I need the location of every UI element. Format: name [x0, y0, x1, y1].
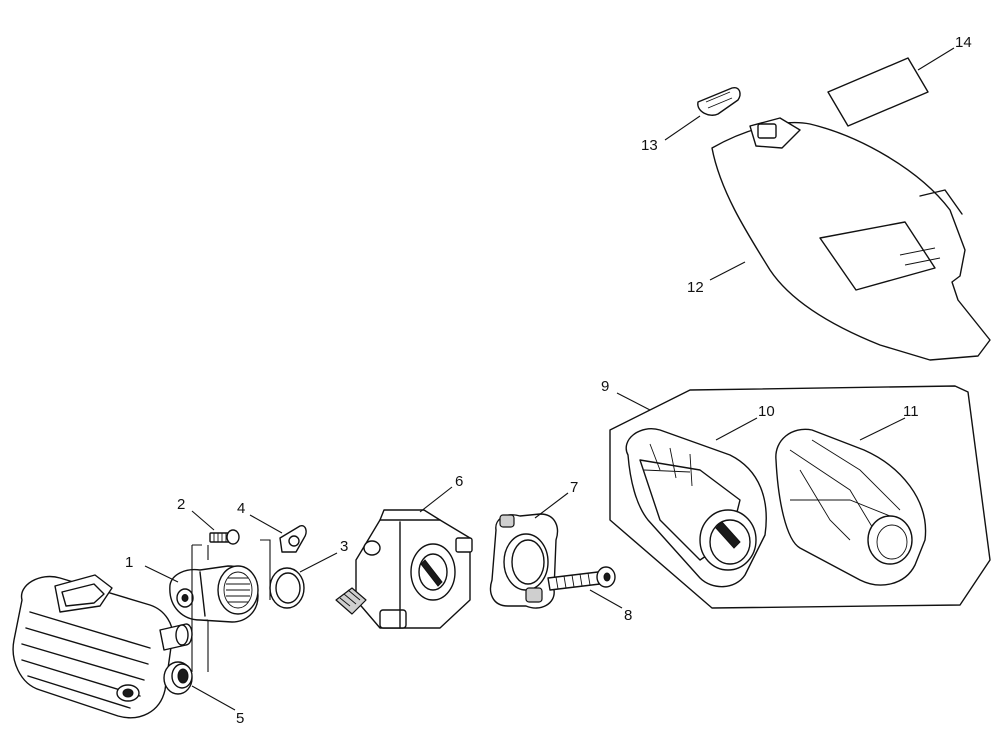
carburetor-part: [335, 509, 473, 629]
callout-7: 7: [570, 479, 578, 496]
callout-13: 13: [641, 137, 658, 154]
screw-part: [209, 529, 240, 545]
callout-4: 4: [237, 500, 245, 517]
callout-2: 2: [177, 496, 185, 513]
callout-labels: 1 2 3 4 5 6 7 8 9 10 11 12 13 14: [125, 34, 972, 727]
callout-14: 14: [955, 34, 972, 51]
callout-12: 12: [687, 279, 704, 296]
sleeve-part: [163, 661, 193, 695]
clip-part: [279, 525, 307, 553]
callout-11: 11: [903, 403, 919, 420]
callout-10: 10: [758, 403, 775, 420]
callout-5: 5: [236, 710, 244, 727]
air-filter-base-part: [625, 428, 767, 588]
top-cover-part: [711, 117, 991, 361]
group-bracket: [191, 539, 271, 672]
o-ring-part: [269, 567, 305, 609]
cylinder-part: [12, 574, 193, 719]
flange-part: [489, 513, 559, 609]
callout-6: 6: [455, 473, 463, 490]
callout-3: 3: [340, 538, 348, 555]
air-filter-cover-part: [775, 428, 927, 586]
air-filter-assembly-frame: [609, 385, 991, 609]
leader-lines: [144, 47, 955, 711]
latch-part: [697, 86, 741, 116]
callout-9: 9: [601, 378, 609, 395]
decal-part: [827, 57, 929, 127]
bolt-part: [547, 566, 616, 591]
callout-1: 1: [125, 554, 133, 571]
callout-8: 8: [624, 607, 632, 624]
intake-adapter-part: [169, 565, 259, 623]
